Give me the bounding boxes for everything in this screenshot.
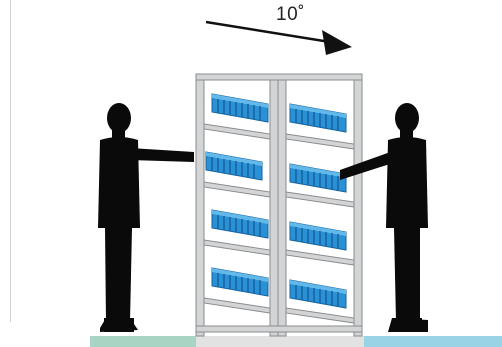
bin-1 [211, 93, 269, 123]
bin-4 [289, 163, 347, 193]
floor-right [364, 336, 502, 347]
bin-6 [289, 221, 347, 251]
floor-center [196, 336, 364, 347]
tilt-arrow [205, 20, 352, 55]
floor-left [90, 336, 196, 347]
left-person-silhouette [98, 103, 194, 332]
bin-3 [205, 151, 263, 181]
angle-label: 10˚ [276, 4, 305, 25]
right-person-silhouette [340, 103, 428, 332]
bin-7 [211, 267, 269, 297]
bin-2 [289, 103, 347, 133]
left-divider [10, 0, 11, 322]
bin-5 [211, 209, 269, 239]
rack-frame [195, 73, 363, 337]
bin-8 [289, 279, 347, 309]
